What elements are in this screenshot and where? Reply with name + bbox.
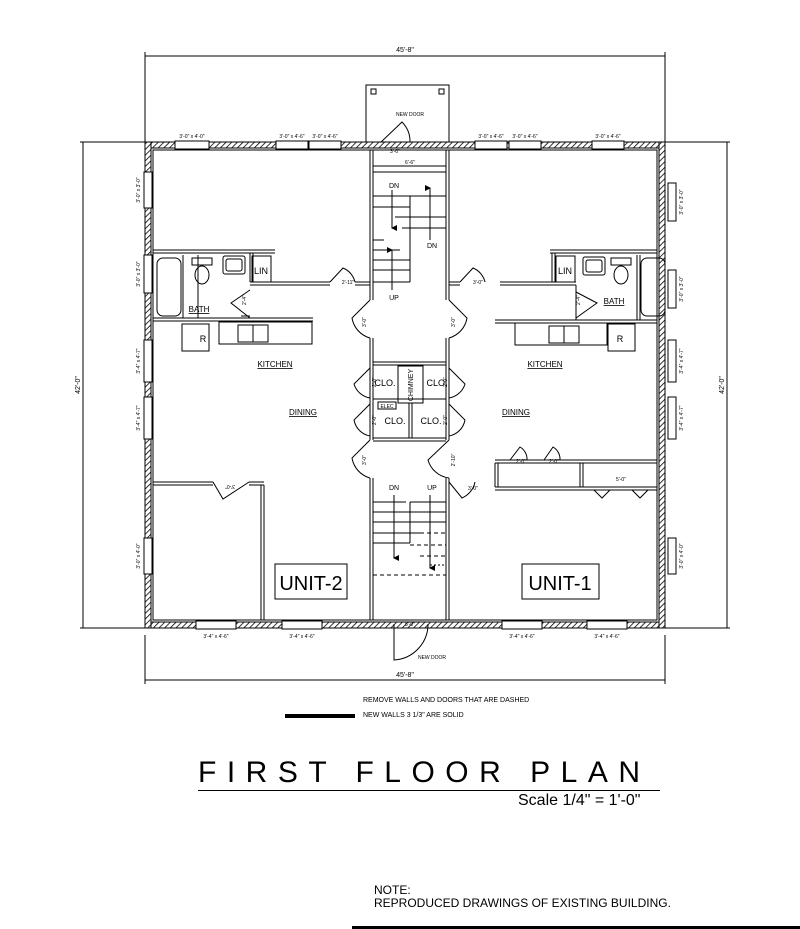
unit1-fridge-label: R [617,334,624,344]
front-door-width: 3'-0" [390,149,400,155]
svg-text:2'-0": 2'-0" [443,377,449,387]
stair-upper-dn-2: DN [427,243,437,250]
svg-text:3'-0" x 3'-0": 3'-0" x 3'-0" [679,189,685,214]
svg-text:3'-4" x 4'-7": 3'-4" x 4'-7" [136,405,142,430]
dimension-right: 42'-0" [719,376,726,394]
dimension-lines [80,52,730,684]
svg-text:3'-0" x 4'-0": 3'-0" x 4'-0" [179,134,204,140]
window-labels-bottom: 3'-4" x 4'-6" 3'-4" x 4'-6" 3'-4" x 4'-6… [203,634,619,640]
drawing-title: FIRST FLOOR PLAN [198,756,651,789]
unit2-bedroom-door-label: 3'-0" [225,483,235,489]
upper-stair [373,165,446,290]
note-heading: NOTE: [374,883,411,897]
svg-text:3'-0" x 3'-0": 3'-0" x 3'-0" [136,261,142,286]
unit2-fridge-label: R [200,334,207,344]
unit2-bath-door-label: 2'-4" [242,295,248,305]
svg-text:2'-0": 2'-0" [372,377,378,387]
svg-text:2'-0": 2'-0" [443,415,449,425]
windows-top [174,140,625,150]
closet-label-4: CLO. [420,416,441,426]
closet-label-1: CLO. [374,378,395,388]
svg-text:3'-4" x 4'-7": 3'-4" x 4'-7" [136,348,142,373]
windows-left [143,171,153,575]
svg-text:3'-4" x 4'-7": 3'-4" x 4'-7" [679,348,685,373]
chimney-label: CHIMNEY [408,369,415,402]
svg-text:3'-0" x 4'-6": 3'-0" x 4'-6" [279,134,304,140]
unit1-label-box [521,563,600,600]
dimension-left: 42'-0" [75,376,82,394]
title-block-border [352,926,800,929]
unit2-label-box [274,563,348,600]
unit1-bifold-closet-label: 5'-0" [616,477,626,483]
unit1-label: UNIT-1 [528,573,591,595]
unit2-label: UNIT-2 [279,573,342,595]
unit2-walls [153,249,370,620]
exterior-walls [144,141,666,629]
legend-dashed-text: REMOVE WALLS AND DOORS THAT ARE DASHED [363,697,530,704]
svg-text:3'-4" x 4'-7": 3'-4" x 4'-7" [679,405,685,430]
unit1-bedroom-door-label: 3'-0" [468,486,478,492]
note-text: REPRODUCED DRAWINGS OF EXISTING BUILDING… [374,896,671,910]
svg-text:3'-0": 3'-0" [362,455,368,465]
unit1-closet-door-b: 2'-0" [549,459,559,465]
unit1-hall-door-label: 3'-0" [473,280,483,286]
svg-text:3'-0" x 3'-0": 3'-0" x 3'-0" [136,177,142,202]
unit1-bath-door-label: 2'-4" [576,295,582,305]
unit2-lin-label: LIN [254,266,268,276]
dimension-top: 45'-8" [396,47,414,54]
unit1-closet-door-a: 2'-0" [516,459,526,465]
svg-text:3'-0" x 4'-6": 3'-0" x 4'-6" [595,134,620,140]
unit1-dining-label: DINING [502,408,530,417]
stair-lower-up: UP [427,485,437,492]
legend-solid-text: NEW WALLS 3 1/3" ARE SOLID [363,712,464,719]
drawing-note: NOTE: REPRODUCED DRAWINGS OF EXISTING BU… [374,884,671,910]
window-labels-left: 3'-0" x 3'-0" 3'-0" x 3'-0" 3'-4" x 4'-7… [136,177,142,568]
window-labels-top: 3'-0" x 4'-0" 3'-0" x 4'-6" 3'-0" x 4'-6… [179,134,620,140]
unit1-kitchen-label: KITCHEN [527,360,562,369]
svg-text:2'-10": 2'-10" [451,453,457,466]
drawing-scale: Scale 1/4" = 1'-0" [518,792,641,809]
closet-label-3: CLO. [384,416,405,426]
lower-stair [373,495,446,576]
core-door-labels: 3'-0" 3'-0" 2'-0" 2'-0" 2'-0" 2'-0" 3'-0… [362,317,457,467]
unit2-dining-label: DINING [289,408,317,417]
rear-door-width: 5'-0" [405,622,415,628]
svg-text:3'-0" x 4'-0": 3'-0" x 4'-0" [679,543,685,568]
unit2-bath-label: BATH [189,305,210,314]
svg-text:3'-4" x 4'-6": 3'-4" x 4'-6" [509,634,534,640]
svg-text:3'-4" x 4'-6": 3'-4" x 4'-6" [594,634,619,640]
svg-text:3'-0" x 4'-6": 3'-0" x 4'-6" [512,134,537,140]
unit1-bath-label: BATH [604,297,625,306]
new-door-bottom-label: NEW DOOR [418,655,446,661]
svg-text:3'-4" x 4'-6": 3'-4" x 4'-6" [203,634,228,640]
windows-right [667,182,677,575]
svg-text:3'-0": 3'-0" [451,317,457,327]
windows-bottom [195,620,628,630]
svg-text:3'-0": 3'-0" [362,317,368,327]
title-underline [198,790,660,791]
closet-label-2: CLO. [426,378,447,388]
stair-lower-dn: DN [389,485,399,492]
svg-text:3'-0" x 4'-6": 3'-0" x 4'-6" [478,134,503,140]
unit2-kitchen-label: KITCHEN [257,360,292,369]
new-door-top-label: NEW DOOR [396,112,424,118]
svg-text:3'-0" x 4'-0": 3'-0" x 4'-0" [136,543,142,568]
rear-door [393,623,429,661]
dimension-bottom: 45'-8" [396,672,414,679]
svg-text:3'-0" x 4'-6": 3'-0" x 4'-6" [312,134,337,140]
stair-upper-dn-1: DN [389,183,399,190]
svg-text:3'-4" x 4'-6": 3'-4" x 4'-6" [289,634,314,640]
unit1-lin-label: LIN [558,266,572,276]
svg-text:2'-0": 2'-0" [372,415,378,425]
core-doors [351,299,468,479]
stair-upper-up: UP [389,295,399,302]
elec-label: ELEC [380,404,393,410]
unit2-hall-door-label: 2'-11" [342,280,355,286]
unit1-walls [448,249,666,499]
window-labels-right: 3'-0" x 3'-0" 3'-0" x 3'-0" 3'-4" x 4'-7… [679,189,685,568]
svg-text:3'-0" x 3'-0": 3'-0" x 3'-0" [679,276,685,301]
stair-width-label: 6'-6" [405,160,415,166]
legend-solid-wall-swatch [285,714,355,718]
